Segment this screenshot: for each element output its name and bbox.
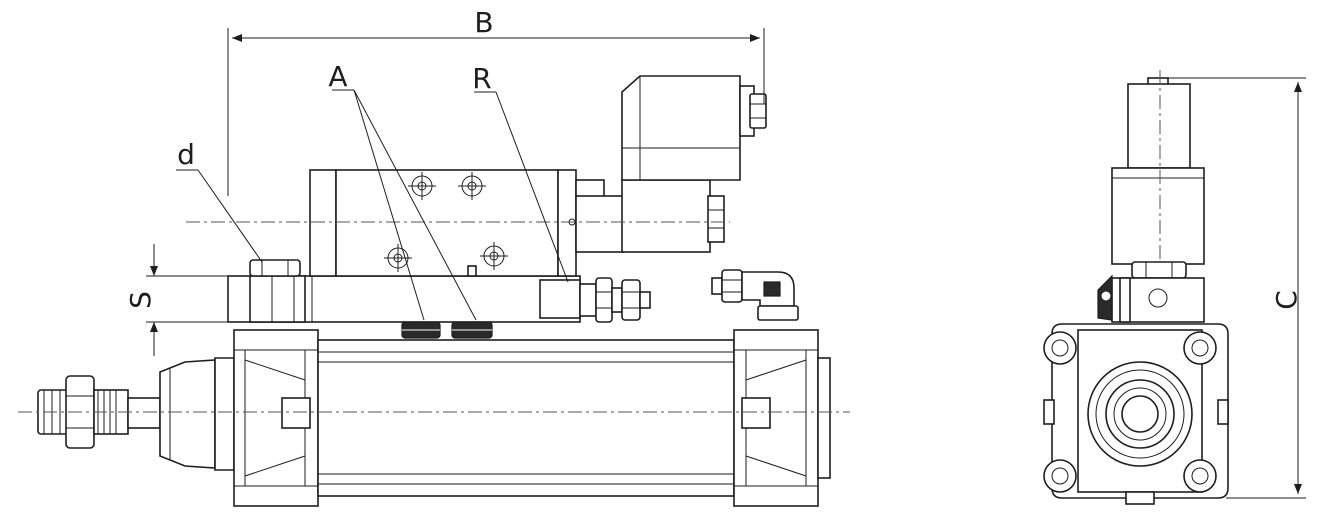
dimension-s: S xyxy=(124,244,228,356)
exhaust-fitting-r xyxy=(579,277,651,323)
barrel xyxy=(317,339,735,497)
leader-r: R xyxy=(472,62,569,283)
bore-circles xyxy=(1087,361,1193,467)
leader-a: A xyxy=(328,60,477,321)
label-b: B xyxy=(474,6,493,39)
port-3 xyxy=(384,244,412,272)
label-r: R xyxy=(472,62,491,95)
front-cover xyxy=(159,357,235,471)
tie-rod-bolt-bl xyxy=(1043,459,1077,493)
elbow-fitting xyxy=(711,269,799,321)
feet-a xyxy=(401,321,493,339)
port-1 xyxy=(408,172,436,200)
port-2 xyxy=(458,172,486,200)
front-head xyxy=(233,329,319,507)
dimension-c: C xyxy=(1168,77,1306,499)
label-d: d xyxy=(177,138,195,171)
tie-rod-bolt-tl xyxy=(1043,331,1077,365)
hex-nut-d xyxy=(249,259,301,277)
valve-tower xyxy=(1111,70,1205,270)
tie-rod-bolt-br xyxy=(1183,459,1217,493)
rear-head xyxy=(733,329,831,507)
tie-rod-bolt-tr xyxy=(1183,331,1217,365)
valve-body xyxy=(309,169,577,277)
cylinder-square xyxy=(1043,323,1229,505)
end-plate xyxy=(1097,261,1205,323)
plug-connector xyxy=(621,75,767,181)
end-view: C xyxy=(1043,70,1306,505)
dimension-b: B xyxy=(227,6,765,196)
label-a: A xyxy=(328,60,347,93)
mounting-plate xyxy=(227,275,581,323)
label-c: C xyxy=(1270,290,1303,310)
port-4 xyxy=(480,242,508,270)
leader-d: d xyxy=(176,138,263,263)
side-view: B S A R d xyxy=(18,6,850,507)
solenoid-coil xyxy=(575,179,725,253)
label-s: S xyxy=(124,291,157,309)
